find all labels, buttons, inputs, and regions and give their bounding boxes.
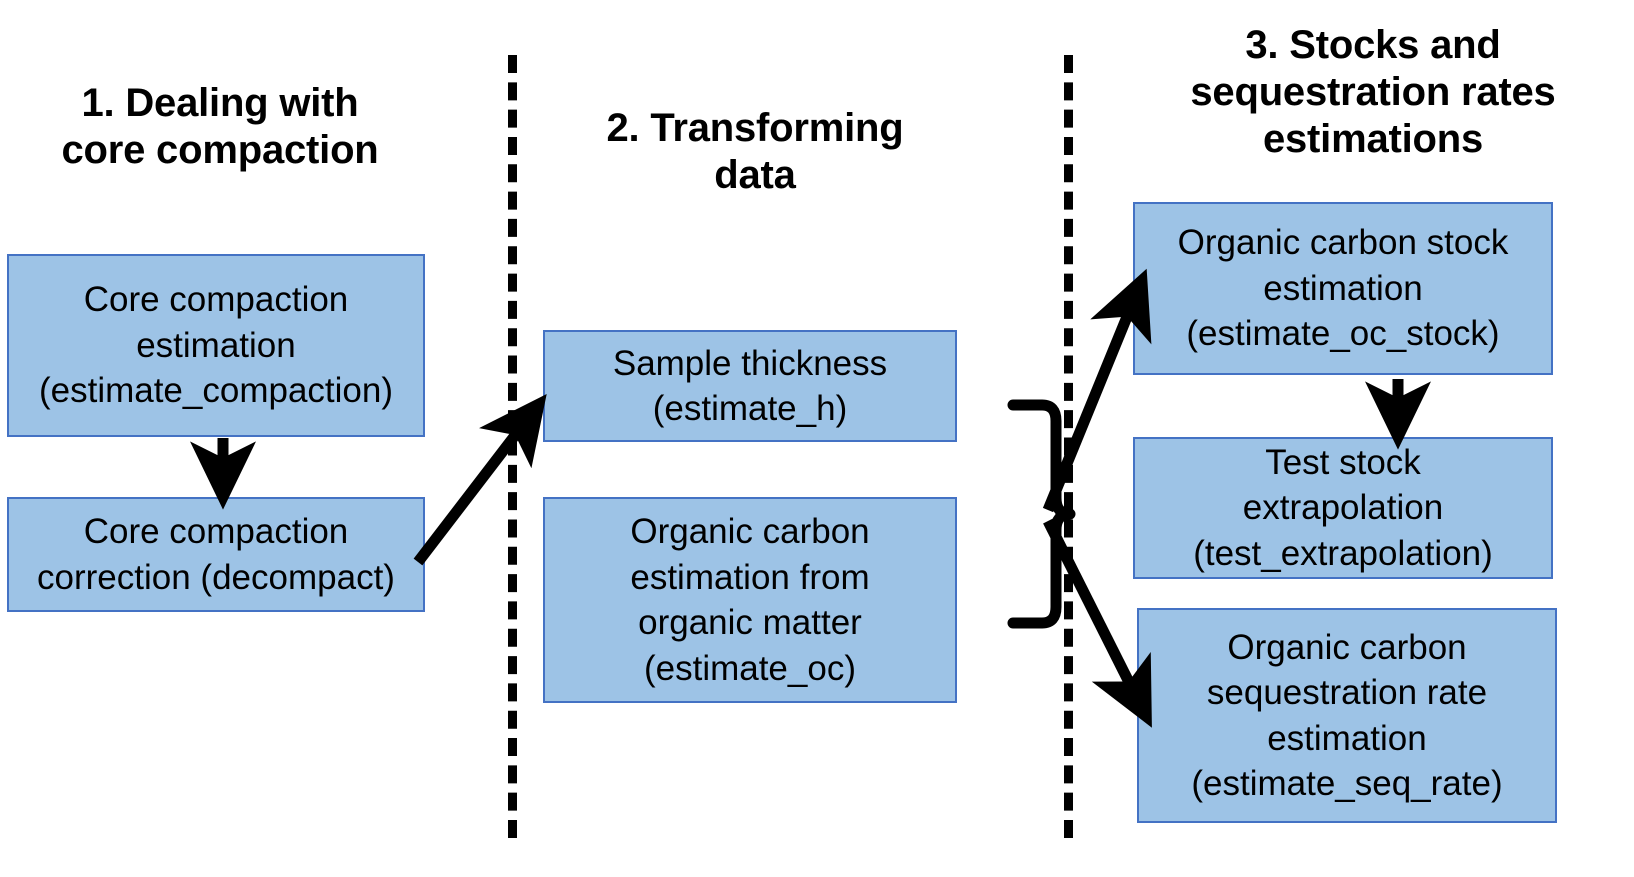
node-estimate-compaction-line-1: Core compaction — [83, 280, 349, 320]
column-2-heading-line-2: data — [714, 153, 796, 198]
column-1-heading-line-2: core compaction — [61, 128, 379, 173]
node-estimate-seq-rate-line-3: estimation — [1267, 718, 1427, 758]
node-estimate-seq-rate-line-1: Organic carbon — [1227, 627, 1467, 667]
node-estimate-h[interactable]: Sample thickness (estimate_h) — [543, 330, 957, 442]
node-estimate-compaction-line-2: estimation — [136, 325, 296, 365]
node-estimate-oc-stock-line-3: (estimate_oc_stock) — [1186, 314, 1500, 354]
node-test-extrapolation-line-3: (test_extrapolation) — [1193, 533, 1493, 573]
arrow-decompact-to-estimate-h — [413, 394, 547, 566]
node-test-extrapolation-line-1: Test stock — [1265, 442, 1421, 482]
node-estimate-oc-stock-line-2: estimation — [1263, 268, 1423, 308]
column-2-heading: 2. Transforming data — [570, 105, 940, 199]
node-test-extrapolation-line-2: extrapolation — [1242, 488, 1444, 528]
node-estimate-oc-line-2: estimation from — [630, 557, 870, 597]
node-estimate-oc-line-1: Organic carbon — [630, 512, 870, 551]
node-decompact-line-2: correction (decompact) — [37, 557, 395, 597]
column-1-heading: 1. Dealing with core compaction — [40, 80, 400, 174]
node-estimate-oc[interactable]: Organic carbon estimation from organic m… — [543, 497, 957, 703]
node-decompact-line-1: Core compaction — [83, 512, 349, 551]
node-estimate-seq-rate-line-2: sequestration rate — [1206, 673, 1488, 712]
column-3-heading: 3. Stocks and sequestration rates estima… — [1118, 22, 1628, 164]
node-estimate-oc-stock-line-1: Organic carbon stock — [1177, 223, 1509, 263]
node-estimate-oc-stock[interactable]: Organic carbon stock estimation (estimat… — [1133, 202, 1553, 375]
column-3-heading-line-2: sequestration rates — [1190, 70, 1556, 115]
node-test-extrapolation[interactable]: Test stock extrapolation (test_extrapola… — [1133, 437, 1553, 579]
column-3-heading-line-3: estimations — [1262, 117, 1484, 162]
node-estimate-h-line-1: Sample thickness — [612, 343, 888, 383]
dashed-divider-2 — [1064, 55, 1073, 838]
arrow-brace-to-oc-stock — [1042, 268, 1152, 513]
arrow-brace-to-seq-rate — [1043, 518, 1152, 728]
column-2-heading-line-1: 2. Transforming — [606, 106, 904, 150]
node-estimate-seq-rate[interactable]: Organic carbon sequestration rate estima… — [1137, 608, 1557, 823]
column-3-heading-line-1: 3. Stocks and — [1245, 23, 1501, 67]
node-decompact[interactable]: Core compaction correction (decompact) — [7, 497, 425, 612]
node-estimate-h-line-2: (estimate_h) — [652, 389, 848, 428]
column-1-heading-line-1: 1. Dealing with — [81, 81, 359, 125]
brace-transform-outputs — [1007, 399, 1076, 629]
node-estimate-seq-rate-line-4: (estimate_seq_rate) — [1191, 764, 1503, 803]
dashed-divider-1 — [508, 55, 517, 838]
node-estimate-oc-line-3: organic matter — [638, 603, 862, 642]
node-estimate-oc-line-4: (estimate_oc) — [643, 648, 856, 688]
node-estimate-compaction[interactable]: Core compaction estimation (estimate_com… — [7, 254, 425, 437]
node-estimate-compaction-line-3: (estimate_compaction) — [38, 371, 394, 411]
